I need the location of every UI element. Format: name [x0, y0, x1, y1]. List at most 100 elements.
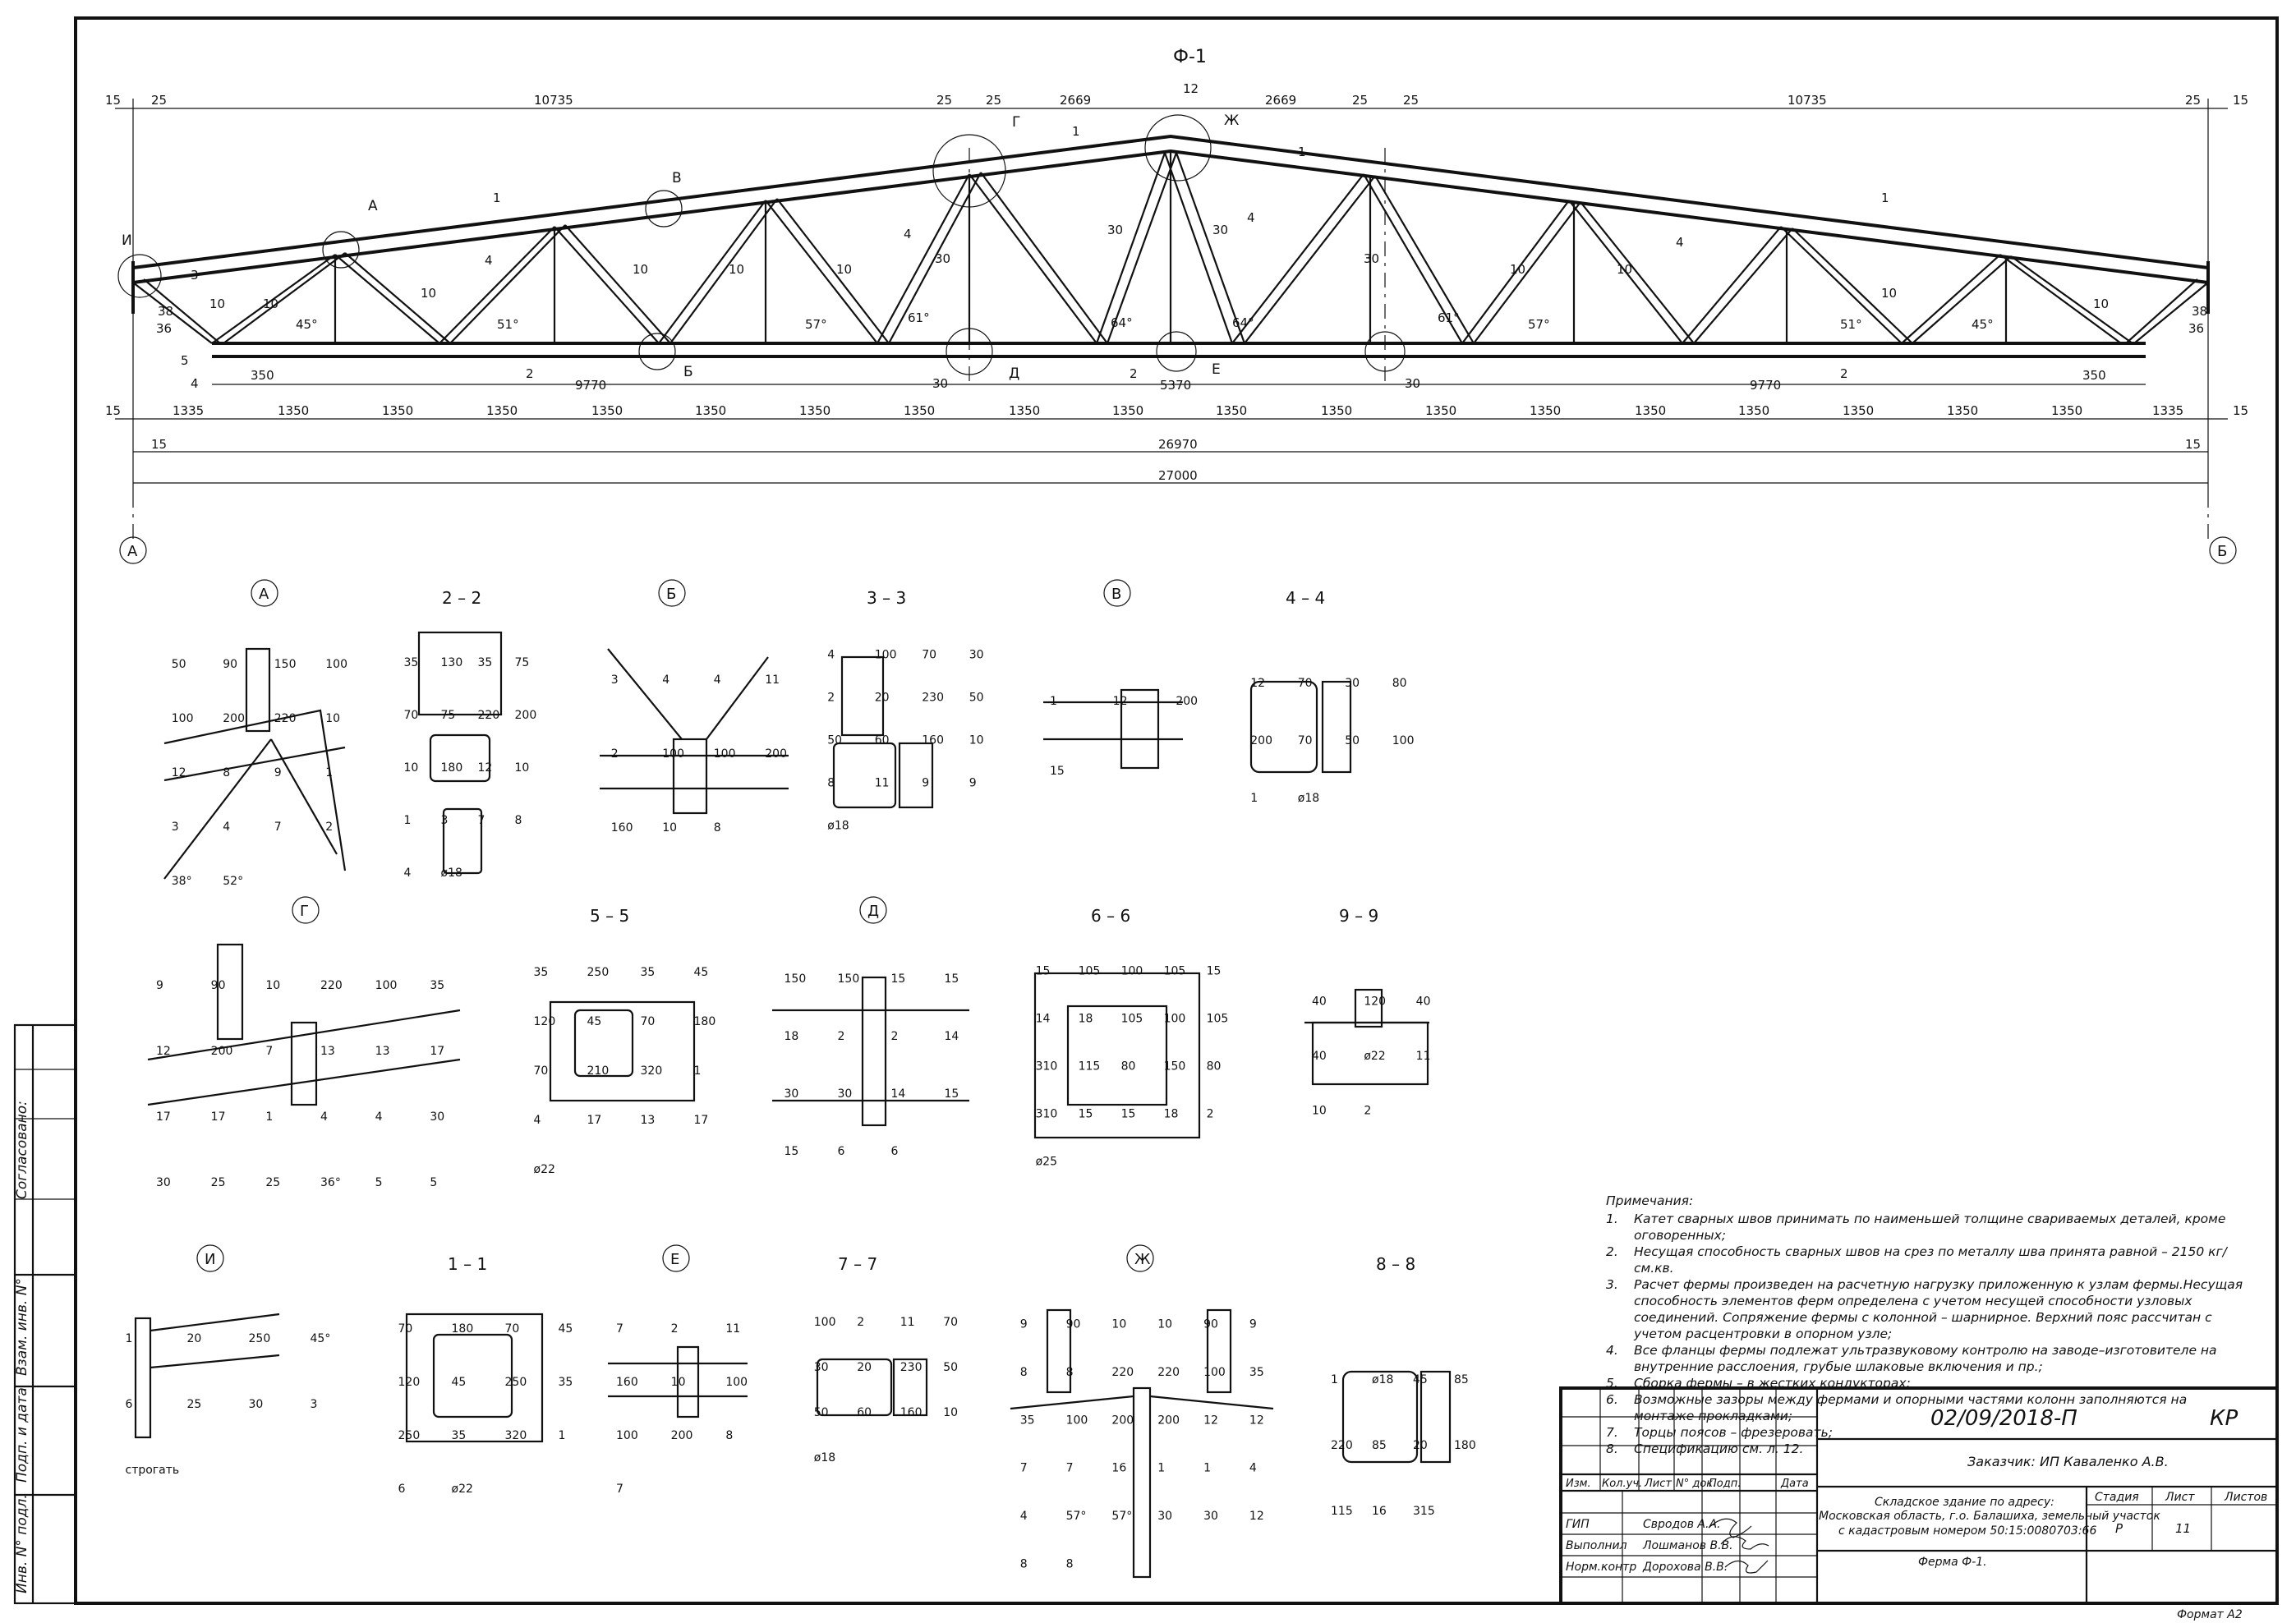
svg-text:Лист: Лист	[1644, 1478, 1672, 1490]
svg-text:2669: 2669	[1265, 93, 1296, 108]
detail-label: 20	[857, 1361, 872, 1374]
detail-title-4-4: 4 – 4	[1286, 588, 1325, 608]
detail-label: 150	[785, 972, 807, 986]
note-item: 1.Катет сварных швов принимать по наимен…	[1606, 1211, 2247, 1244]
detail-label: 7	[274, 821, 282, 834]
note-text: Расчет фермы произведен на расчетную наг…	[1634, 1277, 2243, 1341]
svg-text:30: 30	[1212, 223, 1228, 237]
detail-label: 9	[156, 979, 163, 992]
detail-label: 200	[1176, 695, 1198, 708]
detail-label: 2	[325, 821, 333, 834]
svg-text:1: 1	[1072, 124, 1080, 139]
svg-text:1: 1	[493, 191, 501, 205]
detail-label: ø25	[1036, 1155, 1057, 1168]
detail-label: 50	[1345, 734, 1360, 747]
detail-label: 15	[945, 1087, 959, 1101]
svg-text:1350: 1350	[278, 403, 309, 418]
svg-text:Дата: Дата	[1780, 1478, 1809, 1490]
detail-label: 50	[969, 692, 984, 705]
detail-label: 45	[452, 1376, 467, 1389]
svg-text:1350: 1350	[1425, 403, 1456, 418]
detail-label: 45	[694, 966, 709, 979]
detail-label: 6	[838, 1145, 845, 1158]
node-callouts	[117, 114, 1406, 375]
svg-text:64°: 64°	[1232, 315, 1254, 330]
svg-text:30: 30	[935, 251, 950, 266]
detail-label: 40	[1312, 995, 1327, 1008]
detail-label: 8	[1020, 1557, 1028, 1570]
detail-label: 15	[1079, 1107, 1093, 1120]
detail-label: 4	[223, 821, 230, 834]
detail-label: 90	[1203, 1318, 1218, 1331]
node-letter-E: Е	[1212, 361, 1221, 378]
svg-text:30: 30	[1364, 251, 1379, 266]
svg-text:1350: 1350	[1738, 403, 1769, 418]
note-number: 1.	[1606, 1212, 1618, 1226]
detail-label: 7	[1066, 1462, 1074, 1475]
svg-text:15: 15	[105, 93, 121, 108]
svg-text:12: 12	[1183, 81, 1199, 96]
svg-text:4: 4	[191, 376, 199, 391]
detail-label: 57°	[1066, 1510, 1087, 1523]
note-number: 3.	[1606, 1277, 1618, 1292]
svg-text:61°: 61°	[908, 310, 930, 325]
detail-label: 40	[1416, 995, 1431, 1008]
detail-label: 210	[587, 1064, 610, 1078]
notes-list: 1.Катет сварных швов принимать по наимен…	[1606, 1211, 2247, 1457]
detail-label: 8	[1020, 1366, 1028, 1379]
detail-label: 1	[126, 1332, 133, 1345]
detail-label: 15	[1207, 964, 1222, 977]
detail-label: 105	[1079, 964, 1101, 977]
detail-geometry	[134, 631, 1452, 1579]
detail-label: 115	[1331, 1505, 1353, 1518]
detail-label: 8	[714, 821, 721, 834]
detail-label: 11	[765, 674, 780, 687]
detail-label: 10	[969, 734, 984, 747]
notes-heading: Примечания:	[1606, 1193, 1694, 1208]
detail-label: 20	[875, 692, 890, 705]
detail-label: 2	[827, 692, 835, 705]
detail-label: 8	[1066, 1366, 1074, 1379]
note-item: 6.Возможные зазоры между фермами и опорн…	[1606, 1391, 2247, 1424]
detail-label: 70	[641, 1015, 656, 1028]
detail-label: 11	[875, 777, 890, 790]
detail-label: 9	[969, 777, 977, 790]
detail-label: 70	[943, 1316, 958, 1329]
detail-label: 9	[1249, 1318, 1257, 1331]
detail-label: 15	[891, 972, 906, 986]
detail-label: 4	[662, 674, 669, 687]
detail-label: 150	[1164, 1060, 1186, 1073]
detail-label: 60	[875, 734, 890, 747]
detail-label: 36°	[320, 1176, 341, 1189]
svg-text:1: 1	[1881, 191, 1889, 205]
detail-label: 12	[1249, 1414, 1264, 1427]
detail-label: 3	[172, 821, 179, 834]
svg-text:26970: 26970	[1158, 437, 1198, 452]
detail-label: 100	[1121, 964, 1143, 977]
detail-label: 105	[1164, 964, 1186, 977]
detail-label: 220	[478, 709, 500, 722]
document-code: 02/09/2018-П	[1930, 1406, 2077, 1431]
detail-label: 70	[922, 649, 936, 662]
sheet-value: 11	[2175, 1521, 2191, 1536]
note-number: 5.	[1606, 1376, 1618, 1391]
svg-text:30: 30	[932, 376, 948, 391]
detail-label: 25	[187, 1398, 202, 1411]
note-number: 2.	[1606, 1244, 1618, 1259]
detail-label: 50	[827, 734, 842, 747]
svg-text:10: 10	[421, 286, 436, 301]
detail-label: 100	[714, 747, 736, 761]
svg-text:350: 350	[2082, 368, 2106, 383]
detail-label: ø22	[452, 1483, 473, 1496]
detail-title-B: Б	[666, 586, 676, 603]
web-members	[132, 151, 2209, 344]
detail-label: ø18	[1372, 1373, 1393, 1386]
detail-label: 2	[611, 747, 619, 761]
svg-text:1350: 1350	[1530, 403, 1561, 418]
detail-label: 80	[1392, 677, 1407, 690]
detail-label: 30	[1345, 677, 1360, 690]
detail-label: 16	[1111, 1462, 1126, 1475]
detail-label: 15	[1036, 964, 1051, 977]
detail-label: 25	[211, 1176, 226, 1189]
